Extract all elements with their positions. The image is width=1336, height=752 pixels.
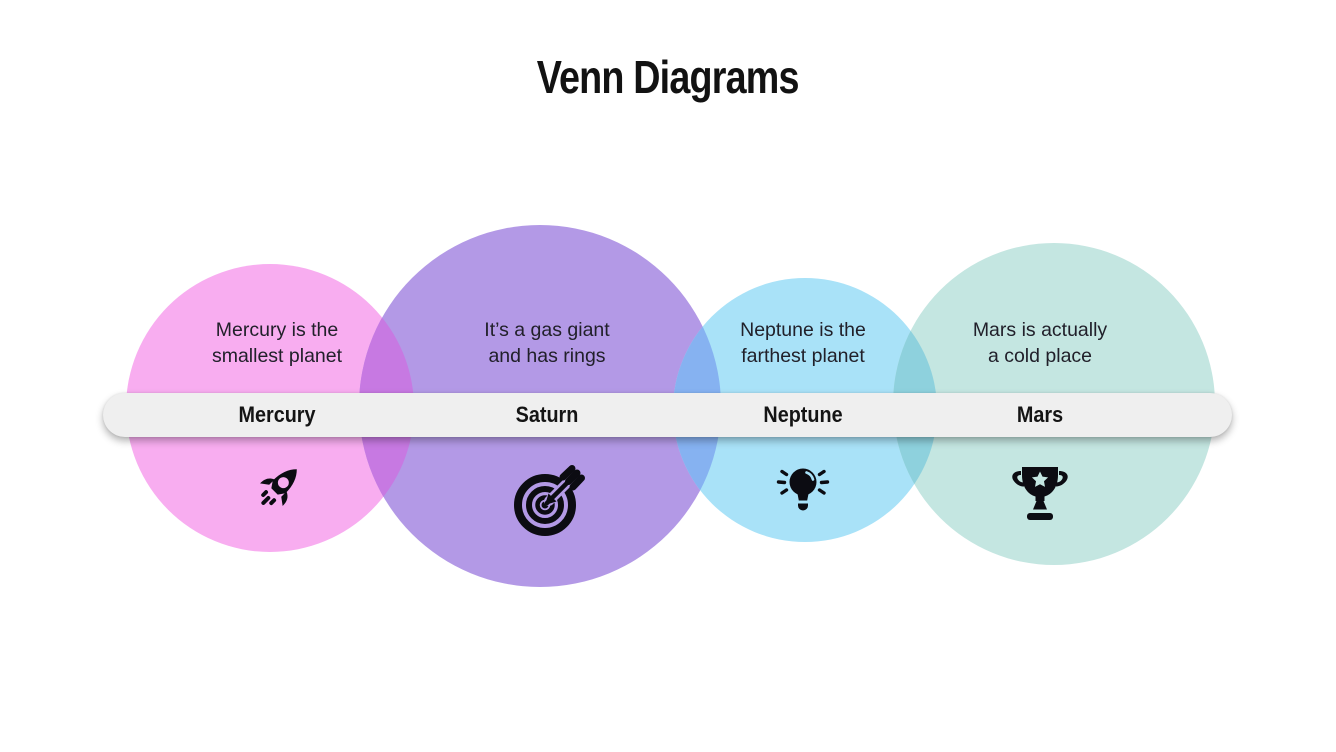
mars-label: Mars xyxy=(1014,402,1065,428)
mars-description-line1: Mars is actually xyxy=(972,319,1108,341)
neptune-description-line2: farthest planet xyxy=(741,345,865,367)
lightbulb-icon xyxy=(776,468,830,511)
saturn-label-text: Saturn xyxy=(515,402,579,427)
mercury-label: Mercury xyxy=(234,402,320,428)
neptune-label-text: Neptune xyxy=(763,402,843,427)
mercury-description: Mercury is the smallest planet xyxy=(212,317,342,369)
rocket-icon xyxy=(260,469,297,506)
mars-description: Mars is actually a cold place xyxy=(973,317,1107,369)
neptune-description: Neptune is the farthest planet xyxy=(740,317,866,369)
neptune-description-line1: Neptune is the xyxy=(740,319,866,341)
divider-bar xyxy=(103,393,1232,437)
mercury-label-text: Mercury xyxy=(238,402,316,427)
neptune-label: Neptune xyxy=(759,402,847,428)
saturn-description: It’s a gas giant and has rings xyxy=(484,317,609,369)
page-title-text: Venn Diagrams xyxy=(537,51,800,103)
trophy-icon xyxy=(1012,467,1068,520)
mars-label-text: Mars xyxy=(1016,402,1064,427)
mercury-description-line1: Mercury is the xyxy=(215,319,339,341)
saturn-label: Saturn xyxy=(512,402,582,428)
saturn-description-line2: and has rings xyxy=(488,345,606,367)
page-title: Venn Diagrams xyxy=(0,50,1336,104)
mars-description-line2: a cold place xyxy=(987,345,1093,367)
mercury-description-line2: smallest planet xyxy=(211,345,343,367)
target-icon xyxy=(514,465,585,536)
saturn-description-line1: It’s a gas giant xyxy=(484,319,610,341)
